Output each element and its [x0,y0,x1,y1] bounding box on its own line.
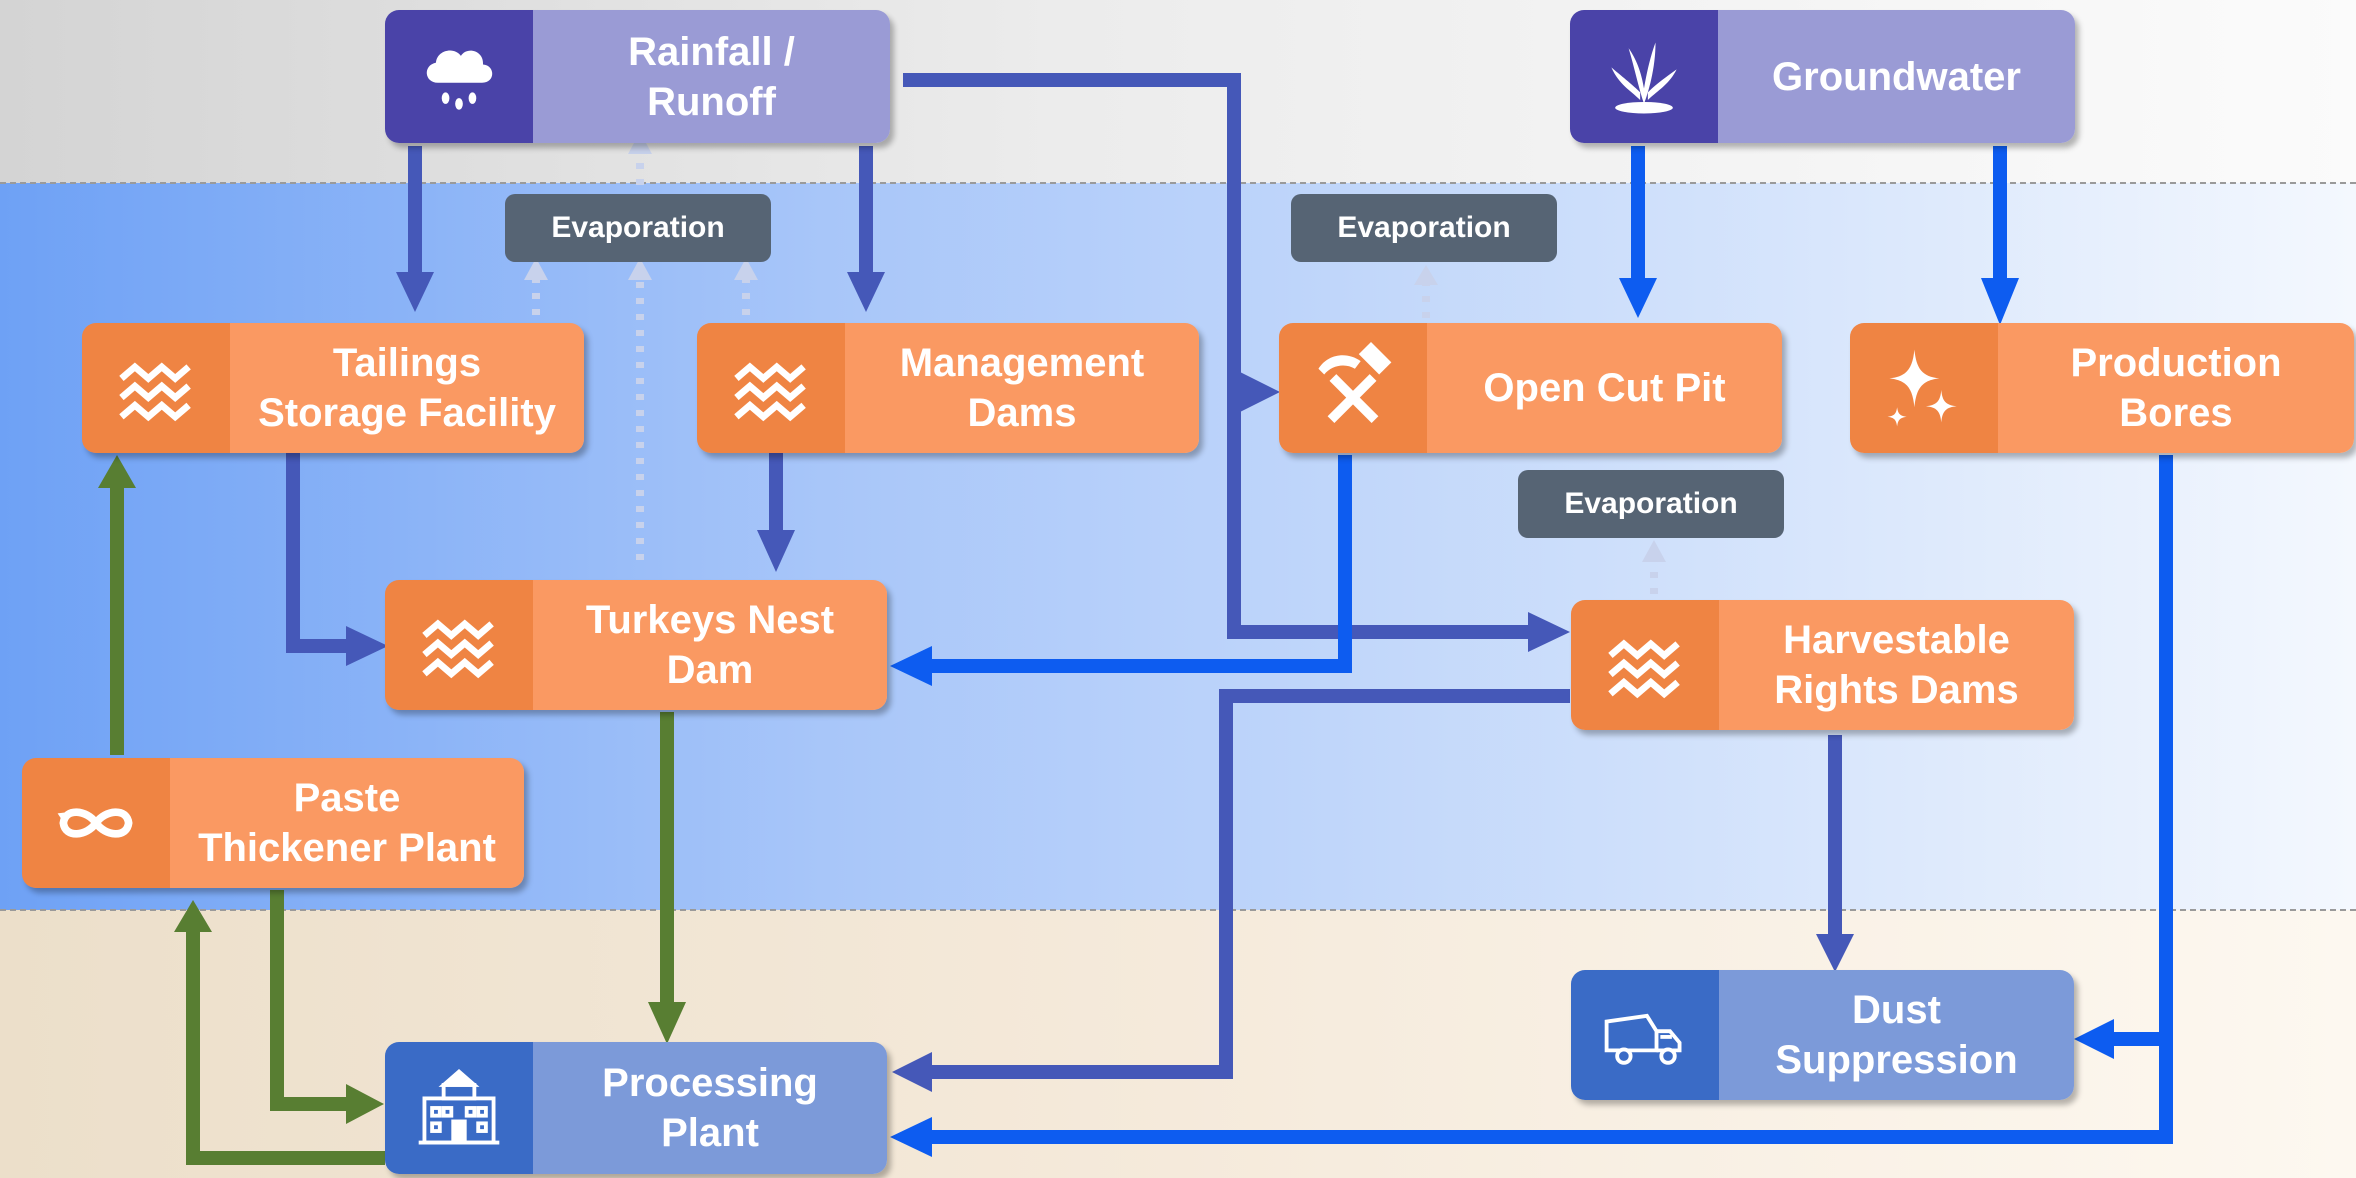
water-waves-icon [385,580,533,710]
node-harvestable-rights-dams: Harvestable Rights Dams [1571,600,2074,730]
rain-cloud-icon [385,10,533,143]
node-label: Open Cut Pit [1427,323,1782,453]
hammer-pickaxe-icon [1279,323,1427,453]
node-label: Rainfall / Runoff [533,10,890,143]
flow-arrow [928,689,1570,1079]
node-production-bores: Production Bores [1850,323,2354,453]
flow-arrow [186,930,385,1165]
node-label: Harvestable Rights Dams [1719,600,2074,730]
water-spring-icon [1570,10,1718,143]
evaporation-box: Evaporation [1291,194,1557,262]
node-label: Dust Suppression [1719,970,2074,1100]
water-waves-icon [82,323,230,453]
node-tailings-storage-facility: Tailings Storage Facility [82,323,584,453]
zone-divider [0,909,2356,911]
sparkle-icon [1850,323,1998,453]
water-waves-icon [1571,600,1719,730]
node-label: Management Dams [845,323,1199,453]
node-label: Groundwater [1718,10,2075,143]
node-label: Production Bores [1998,323,2354,453]
node-label: Turkeys Nest Dam [533,580,887,710]
evaporation-box: Evaporation [505,194,771,262]
node-dust-suppression: Dust Suppression [1571,970,2074,1100]
water-waves-icon [697,323,845,453]
node-paste-thickener-plant: Paste Thickener Plant [22,758,524,888]
flow-arrow [928,455,1352,673]
zone-divider [0,182,2356,184]
recycle-loop-icon [22,758,170,888]
flow-arrow [1227,392,1530,639]
node-groundwater: Groundwater [1570,10,2075,143]
node-open-cut-pit: Open Cut Pit [1279,323,1782,453]
flow-arrow [928,455,2173,1144]
node-label: Processing Plant [533,1042,887,1174]
dump-truck-icon [1571,970,1719,1100]
plant-building-icon [385,1042,533,1174]
node-processing-plant: Processing Plant [385,1042,887,1174]
node-management-dams: Management Dams [697,323,1199,453]
flow-arrow [270,890,348,1111]
node-turkeys-nest-dam: Turkeys Nest Dam [385,580,887,710]
node-rainfall-runoff: Rainfall / Runoff [385,10,890,143]
node-label: Paste Thickener Plant [170,758,524,888]
flow-arrow [286,452,348,653]
node-label: Tailings Storage Facility [230,323,584,453]
evaporation-box: Evaporation [1518,470,1784,538]
